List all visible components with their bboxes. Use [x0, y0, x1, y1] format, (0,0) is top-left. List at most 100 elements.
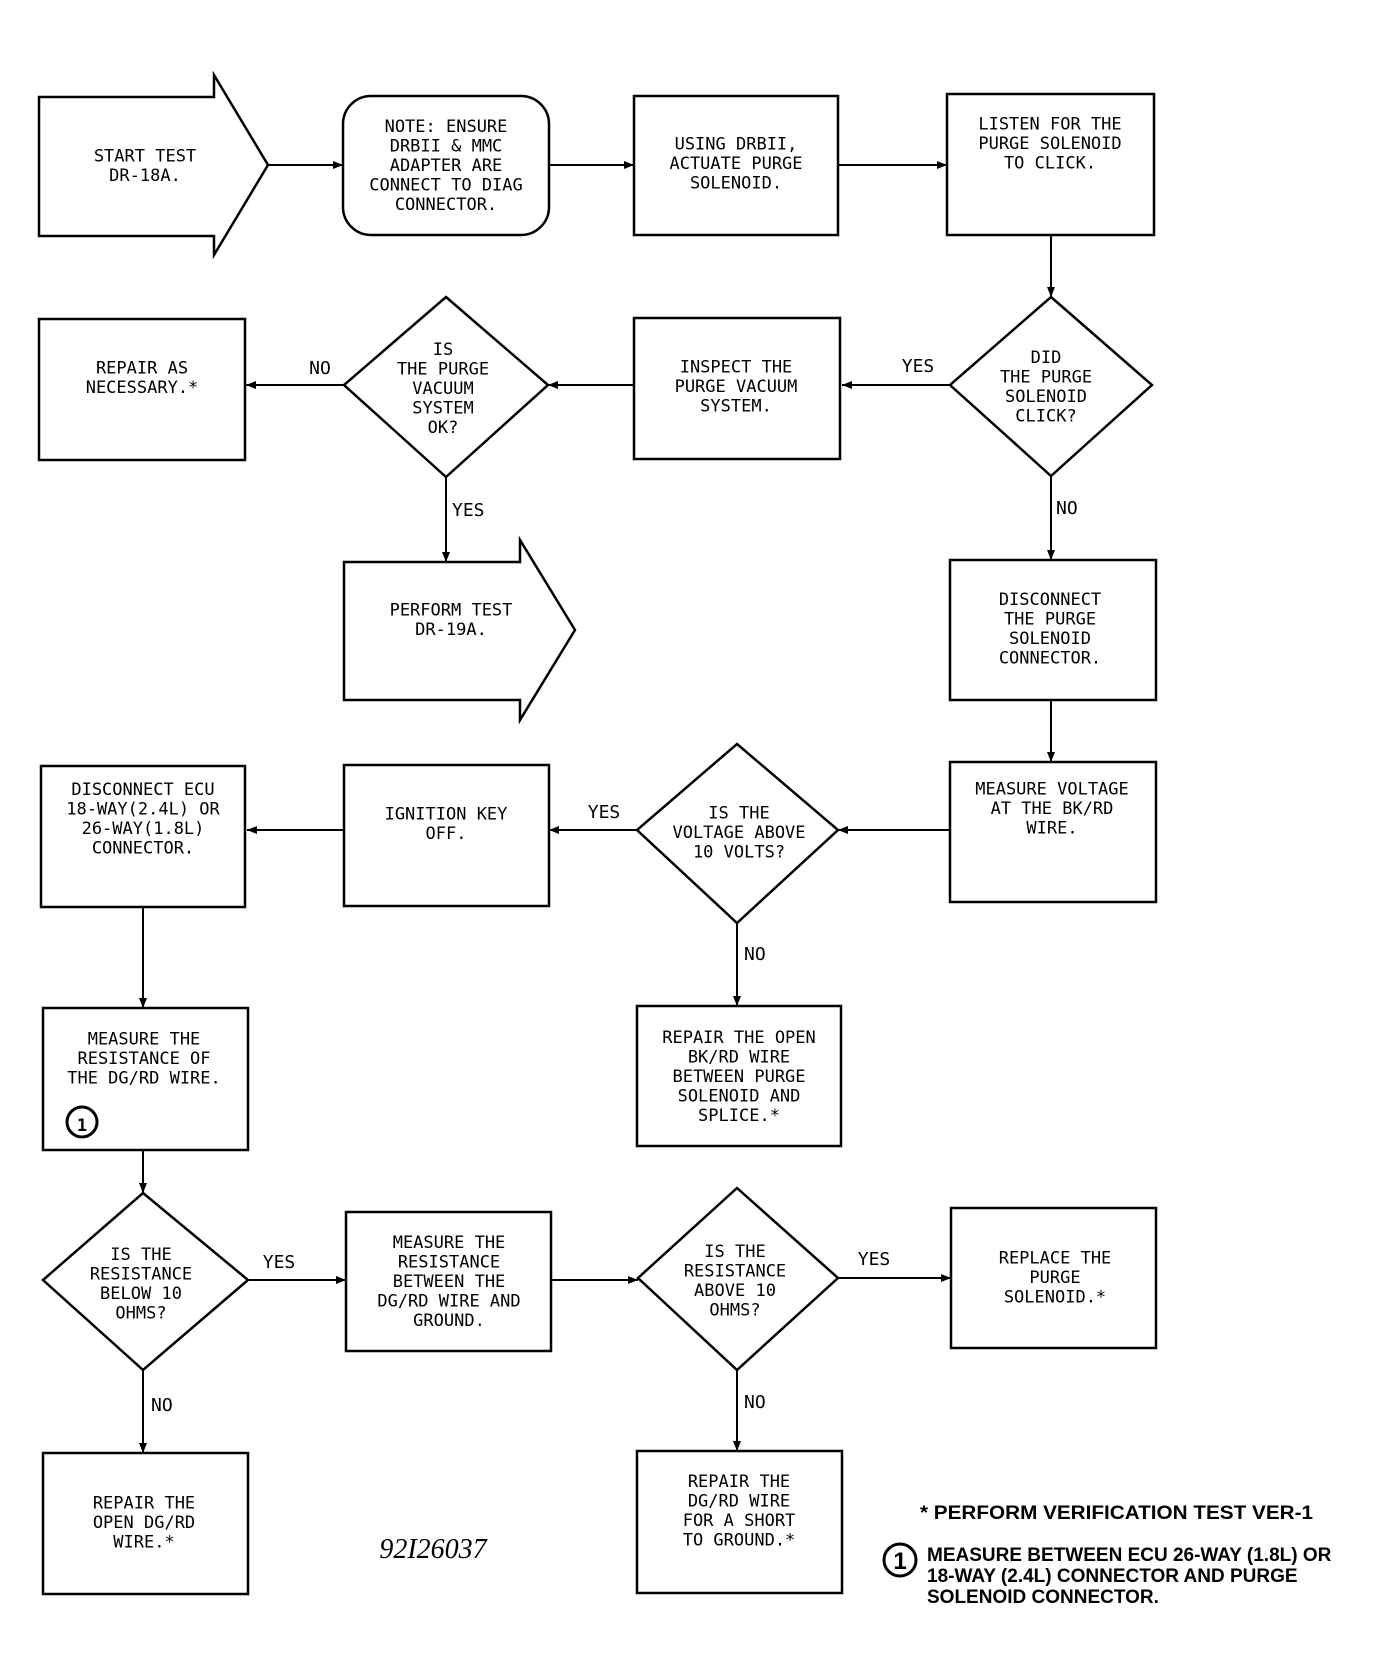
text-line: BK/RD WIRE [688, 1048, 790, 1068]
label-above-yes: YES [858, 1249, 891, 1270]
label-click-no: NO [1056, 498, 1078, 519]
label-vacuum-no: NO [309, 358, 331, 379]
text-line: MEASURE THE [393, 1233, 506, 1253]
label-vacuum-yes: YES [452, 500, 485, 521]
label-click-yes: YES [902, 356, 935, 377]
text-line: DR-18A. [109, 166, 181, 186]
text-line: ACTUATE PURGE [669, 154, 802, 174]
start-arrow-shape [37, 70, 270, 260]
text-line: THE PURGE [1000, 367, 1092, 387]
text-line: LISTEN FOR THE [978, 115, 1121, 135]
text-line: RESISTANCE [90, 1264, 192, 1284]
label-voltage-no: NO [744, 944, 766, 965]
label-voltage-yes: YES [588, 802, 621, 823]
text-line: DG/RD WIRE [688, 1491, 790, 1511]
note-line: 18-WAY (2.4L) CONNECTOR AND PURGE [927, 1566, 1298, 1587]
note-line: MEASURE BETWEEN ECU 26-WAY (1.8L) OR [927, 1545, 1332, 1566]
text-line: OFF. [426, 824, 467, 844]
text-line: DISCONNECT ECU [71, 780, 214, 800]
text-line: PURGE SOLENOID [978, 134, 1121, 154]
label-below-yes: YES [263, 1252, 296, 1273]
text-line: SYSTEM [412, 399, 473, 419]
text-line: CONNECTOR. [395, 195, 497, 215]
text-line: IS THE [704, 1242, 765, 1262]
text-line: DRBII & MMC [390, 137, 503, 157]
text-line: ADAPTER ARE [390, 156, 503, 176]
text-line: WIRE.* [113, 1533, 174, 1553]
text-line: DG/RD WIRE AND [377, 1292, 520, 1312]
text-line: MEASURE THE [88, 1030, 201, 1050]
text-line: IGNITION KEY [385, 804, 508, 824]
text-line: OHMS? [709, 1300, 760, 1320]
text-line: INSPECT THE [680, 358, 793, 378]
text-line: PURGE [1029, 1268, 1080, 1288]
edge-labels: YES NO NO YES YES NO YES NO YES NO [151, 356, 1078, 1416]
text-line: PERFORM TEST [390, 600, 513, 620]
text-line: OHMS? [115, 1303, 166, 1323]
perform-arrow-shape [342, 535, 577, 725]
text-line: USING DRBII, [675, 135, 798, 155]
note-line: SOLENOID CONNECTOR. [927, 1587, 1159, 1608]
text-line: NECESSARY.* [86, 378, 199, 398]
text-line: IS THE [110, 1245, 171, 1265]
text-line: OK? [428, 418, 459, 438]
text-line: 10 VOLTS? [693, 843, 785, 863]
text-line: TO CLICK. [1004, 154, 1096, 174]
text-line: AT THE BK/RD [991, 799, 1114, 819]
text-line: REPAIR THE [688, 1472, 790, 1492]
text-line: DR-19A. [415, 620, 487, 640]
text-line: SOLENOID [1005, 387, 1087, 407]
text-line: REPLACE THE [999, 1249, 1112, 1269]
text-line: RESISTANCE [684, 1261, 786, 1281]
text-line: TO GROUND.* [683, 1530, 796, 1550]
text-line: FOR A SHORT [683, 1511, 796, 1531]
text-line: SPLICE.* [698, 1106, 780, 1126]
text-line: NOTE: ENSURE [385, 117, 508, 137]
label-below-no: NO [151, 1395, 173, 1416]
note-ref-number: 1 [77, 1116, 87, 1136]
text-line: REPAIR THE OPEN [662, 1028, 816, 1048]
text-line: BETWEEN THE [393, 1272, 506, 1292]
text-line: BELOW 10 [100, 1284, 182, 1304]
text-line: SOLENOID. [690, 174, 782, 194]
text-line: GROUND. [413, 1311, 485, 1331]
label-above-no: NO [744, 1392, 766, 1413]
text-line: CONNECT TO DIAG [369, 176, 523, 196]
text-line: SOLENOID.* [1004, 1288, 1106, 1308]
text-line: RESISTANCE [398, 1253, 500, 1273]
text-line: SYSTEM. [700, 397, 772, 417]
text-line: SOLENOID [1009, 629, 1091, 649]
text-line: 18-WAY(2.4L) OR [66, 799, 220, 819]
